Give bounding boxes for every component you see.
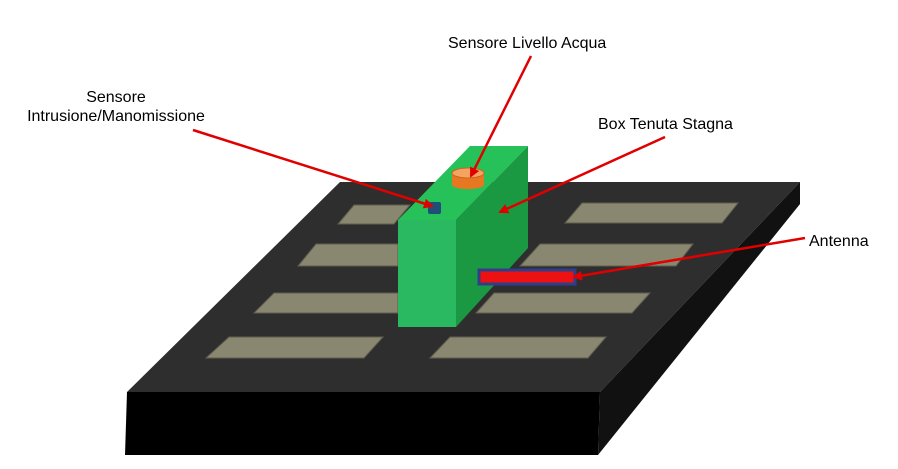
panel — [474, 292, 652, 314]
arrow-water-level-sensor — [469, 55, 533, 178]
label-intrusion-sensor: Sensore Intrusione/Manomissione — [14, 88, 218, 126]
arrow-antenna — [572, 236, 806, 281]
box-side-face — [456, 146, 528, 327]
panel — [204, 336, 385, 359]
label-antenna: Antenna — [809, 233, 869, 250]
arrow-waterproof-box — [498, 135, 666, 214]
label-intrusion-sensor-line2: Intrusione/Manomissione — [27, 108, 205, 125]
box-front-face — [398, 220, 456, 327]
arrow-intrusion-sensor — [192, 128, 434, 209]
panel — [518, 243, 695, 267]
label-water-level-sensor: Sensore Livello Acqua — [448, 35, 607, 52]
solar-panels — [204, 202, 740, 359]
panel — [563, 202, 740, 224]
label-intrusion-sensor-line1: Sensore — [86, 89, 146, 106]
antenna-bar — [477, 268, 577, 286]
panel — [428, 336, 608, 359]
intrusion-sensor-icon — [428, 202, 441, 214]
panel — [252, 292, 399, 314]
water-level-sensor-icon — [451, 167, 485, 189]
panel — [336, 204, 412, 225]
label-waterproof-box: Box Tenuta Stagna — [598, 116, 733, 133]
platform-side-face — [598, 182, 800, 455]
platform-front-face — [125, 392, 600, 455]
panel — [296, 243, 399, 267]
callout-arrows — [192, 55, 806, 281]
